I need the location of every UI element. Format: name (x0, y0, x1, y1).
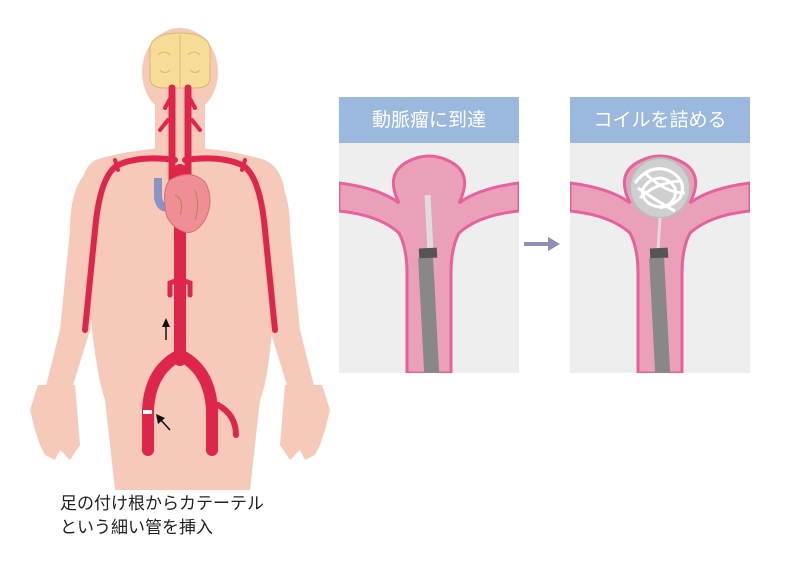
aneurysm-coil-illustration (570, 154, 750, 373)
catheter-insertion-mark (143, 410, 152, 414)
panel-title: コイルを詰める (570, 97, 750, 143)
arterial-system (82, 84, 278, 456)
panel-reach-aneurysm: 動脈瘤に到達 (339, 97, 519, 373)
brain-icon (149, 32, 211, 89)
caption-line-2: という細い管を挿入 (60, 518, 213, 538)
figure-caption: 足の付け根からカテーテル という細い管を挿入 (60, 492, 340, 540)
heart-icon (154, 174, 211, 233)
caption-line-1: 足の付け根からカテーテル (60, 494, 264, 514)
up-arrow-icon (162, 318, 170, 340)
diagonal-arrow-icon (156, 414, 171, 431)
panel-title: 動脈瘤に到達 (339, 97, 519, 143)
right-arrow-icon (524, 237, 560, 251)
coil-icon (629, 157, 691, 219)
aneurysm-catheter-illustration (339, 154, 519, 373)
panel-coil-packing: コイルを詰める (570, 97, 750, 373)
body-illustration (30, 28, 330, 490)
